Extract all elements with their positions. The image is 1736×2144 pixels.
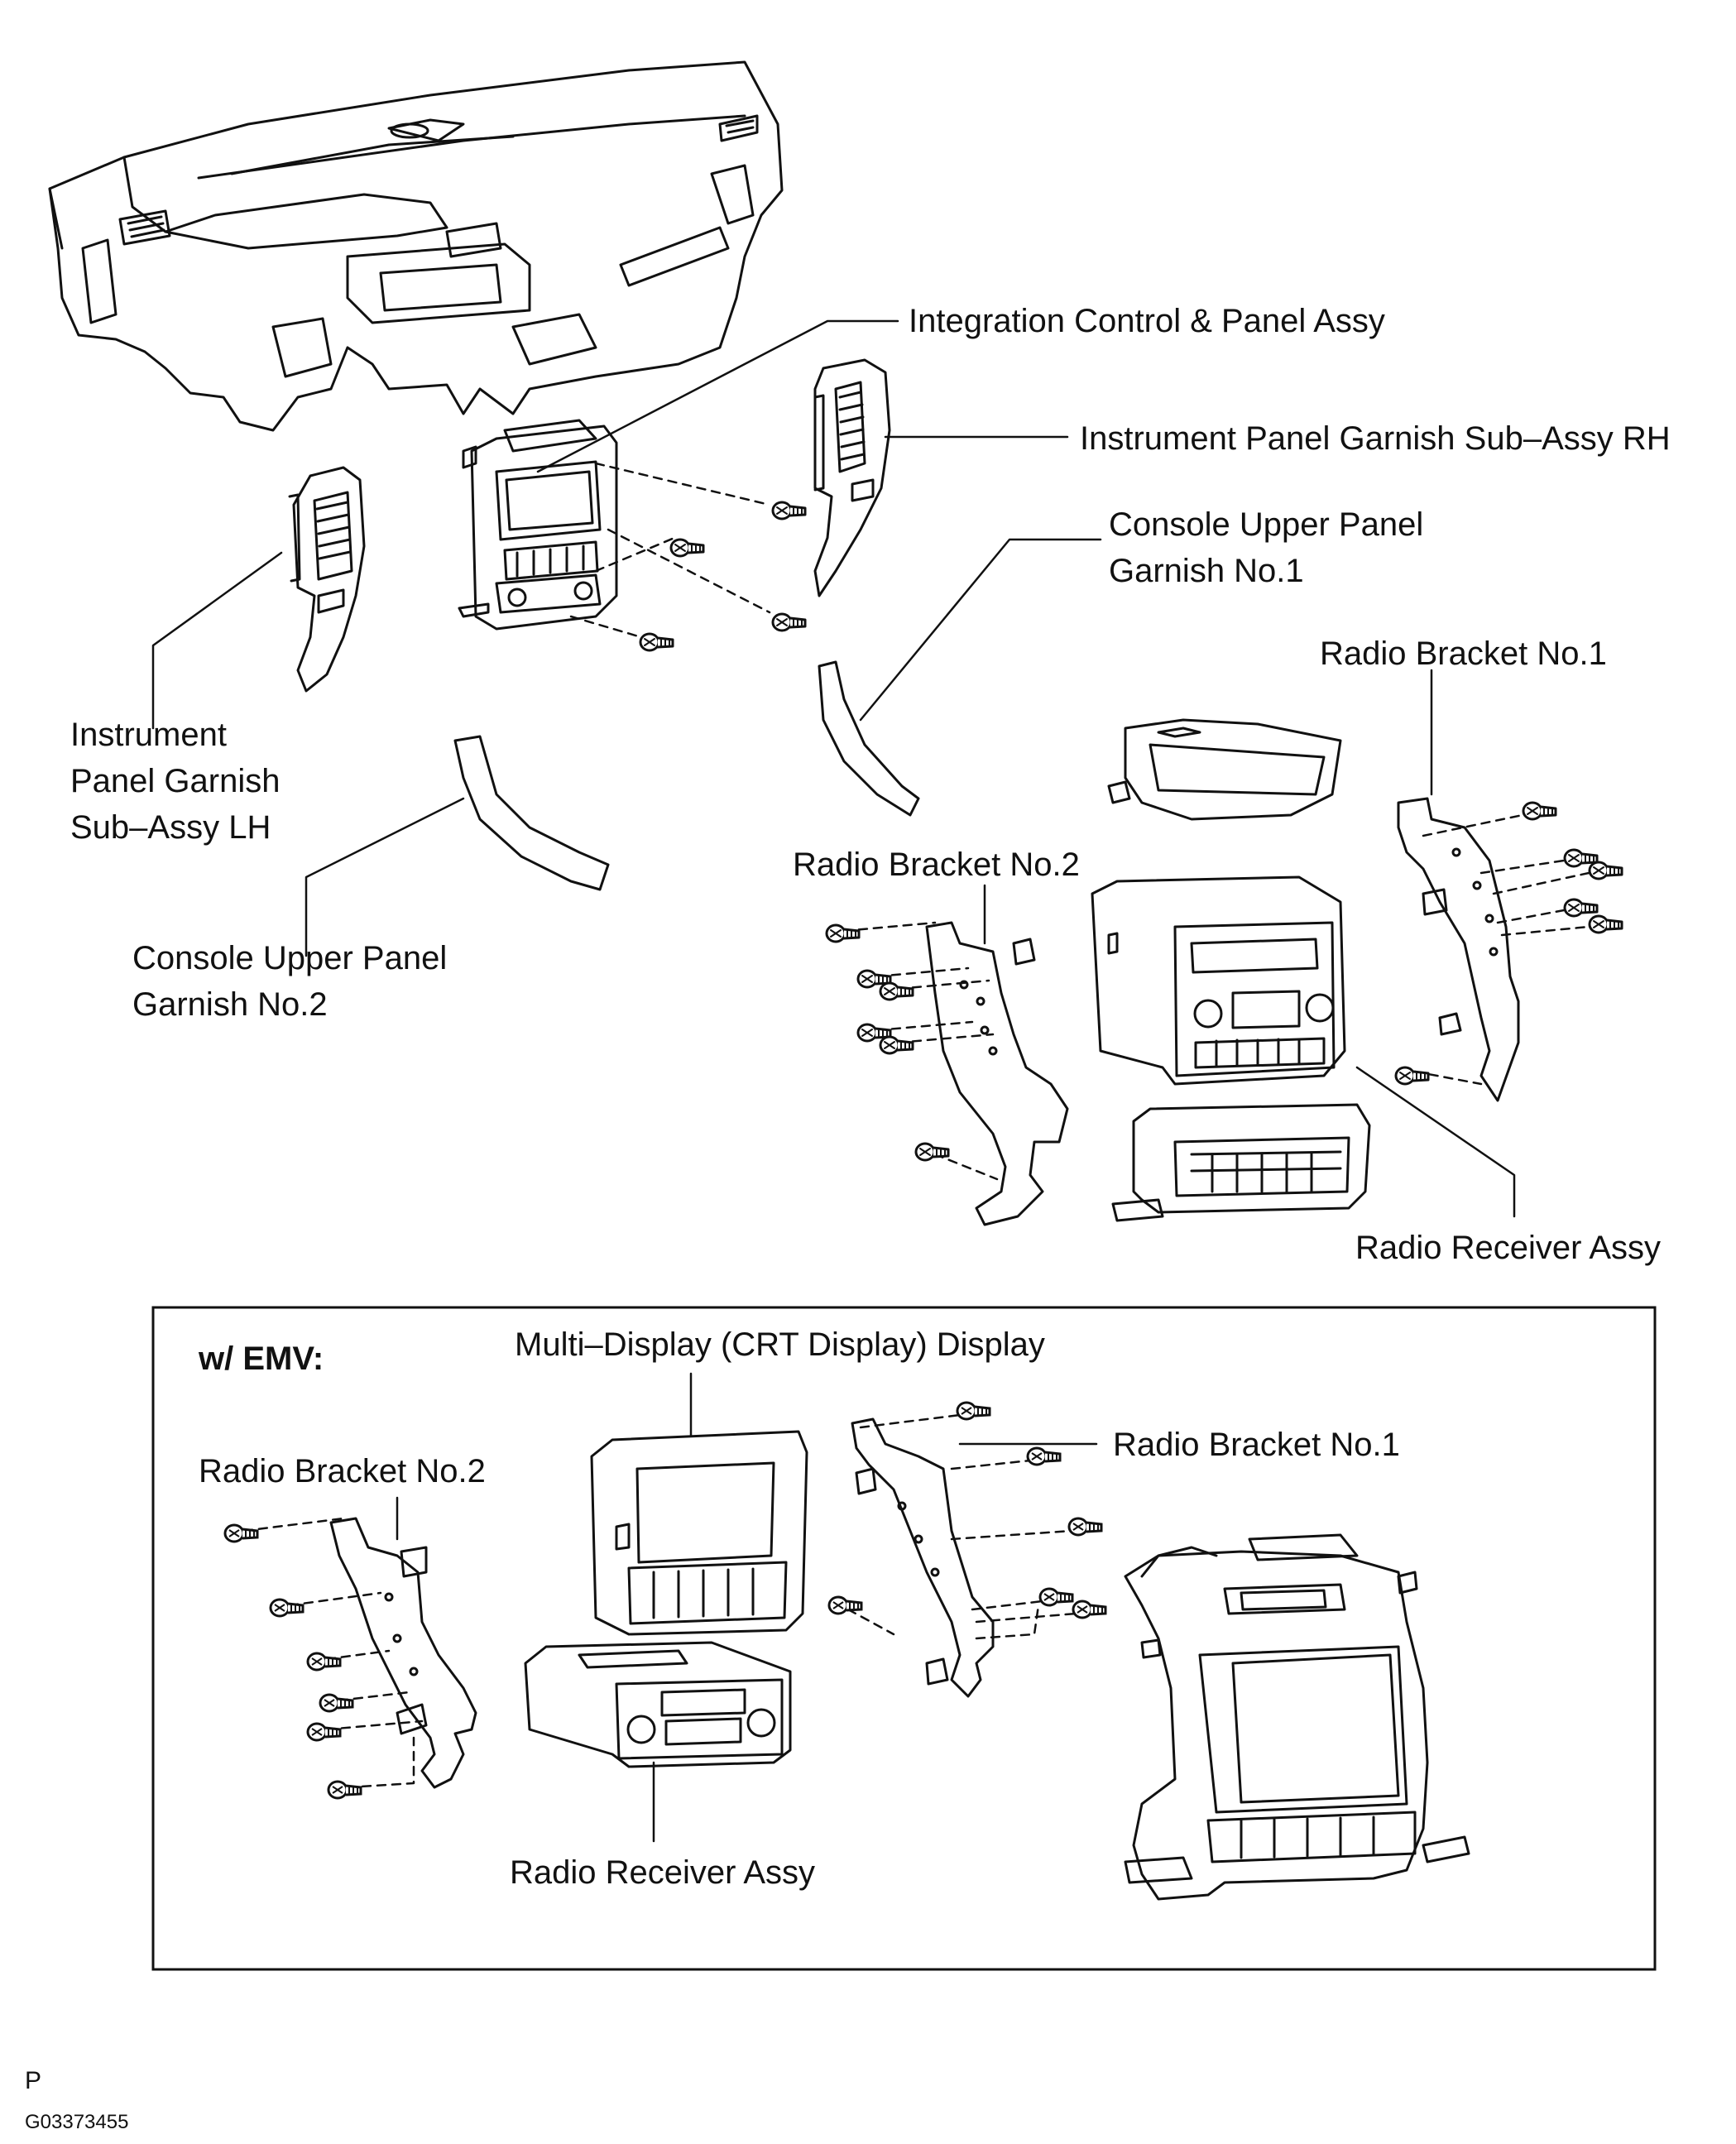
label-console-no1-line2: Garnish No.1: [1109, 553, 1304, 589]
figure-code: G03373455: [25, 2111, 129, 2133]
radio-receiver-illustration: [1091, 875, 1346, 1086]
inset-radio-bracket-no2-illustration: [329, 1517, 477, 1789]
integration-control-panel-illustration: [458, 419, 618, 631]
display-housing-illustration: [1107, 718, 1342, 821]
inset-radio-receiver-illustration: [524, 1641, 792, 1768]
inset-radio-bracket-no1-illustration: [851, 1417, 995, 1698]
leader-lines: [151, 319, 1516, 1218]
inset-label-radio-bracket-no1: Radio Bracket No.1: [1113, 1427, 1400, 1463]
emv-inset-frame: [151, 1306, 1657, 1971]
inset-heading: w/ EMV:: [199, 1341, 324, 1377]
label-garnish-lh-line3: Sub–Assy LH: [70, 809, 271, 846]
label-garnish-rh: Instrument Panel Garnish Sub–Assy RH: [1080, 420, 1671, 457]
radio-bracket-no2-illustration: [925, 921, 1069, 1226]
label-console-no2-line1: Console Upper Panel: [132, 940, 448, 976]
label-garnish-lh-line1: Instrument: [70, 717, 227, 753]
inset-label-radio-receiver: Radio Receiver Assy: [510, 1854, 816, 1891]
console-garnish-no2-illustration: [453, 735, 610, 891]
label-radio-receiver: Radio Receiver Assy: [1355, 1230, 1662, 1266]
garnish-lh-illustration: [288, 466, 366, 693]
radio-bracket-no1-illustration: [1397, 797, 1520, 1102]
instrument-panel-illustration: [48, 60, 784, 432]
inset-label-radio-bracket-no2: Radio Bracket No.2: [199, 1453, 486, 1489]
inset-label-multi-display: Multi–Display (CRT Display) Display: [515, 1326, 1045, 1363]
climate-control-illustration: [1111, 1103, 1371, 1222]
label-console-no2-line2: Garnish No.2: [132, 986, 328, 1023]
label-radio-bracket-no1: Radio Bracket No.1: [1320, 636, 1607, 672]
garnish-rh-illustration: [813, 358, 891, 597]
label-integration-control: Integration Control & Panel Assy: [909, 303, 1385, 339]
page-letter: P: [25, 2067, 42, 2094]
console-garnish-no1-illustration: [818, 660, 920, 817]
label-console-no1-line1: Console Upper Panel: [1109, 506, 1424, 543]
inset-integration-panel-illustration: [1124, 1533, 1470, 1901]
label-radio-bracket-no2: Radio Bracket No.2: [793, 847, 1080, 883]
label-garnish-lh-line2: Panel Garnish: [70, 763, 281, 799]
multi-display-illustration: [590, 1430, 808, 1636]
